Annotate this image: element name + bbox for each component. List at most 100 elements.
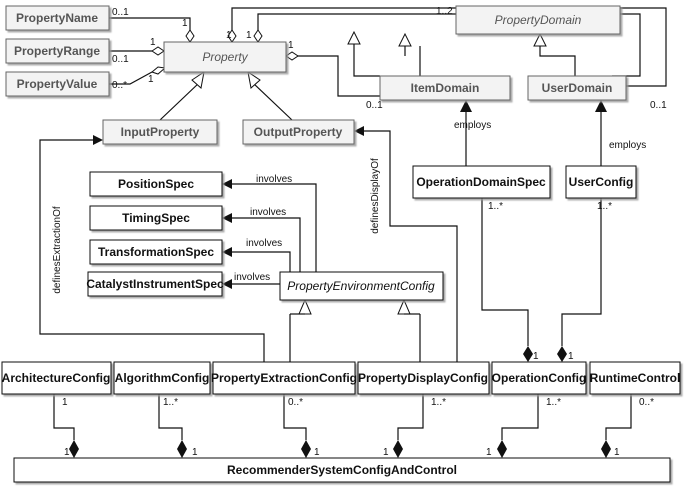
class-label: PropertyName (16, 11, 98, 25)
multiplicity-label: 1 (614, 447, 620, 458)
class-label: PropertyDisplayConfig (358, 371, 488, 385)
multiplicity-label: 1..* (597, 201, 612, 212)
composition-diamond (301, 440, 311, 458)
class-inputproperty: InputProperty (102, 119, 218, 145)
class-algorithmconfig: AlgorithmConfig (113, 361, 211, 395)
edge-defines-extraction (39, 139, 265, 362)
class-catalystinstrumentspec: CatalystInstrumentSpec (86, 271, 224, 297)
multiplicity-label: 1..* (546, 397, 561, 408)
composition-diamond (523, 346, 533, 362)
class-label: TransformationSpec (98, 245, 214, 259)
class-label: CatalystInstrumentSpec (86, 277, 224, 291)
arrow-head (222, 247, 232, 257)
class-label: RecommenderSystemConfigAndControl (227, 463, 457, 477)
class-itemdomain: ItemDomain (379, 75, 511, 101)
class-label: RuntimeControl (590, 371, 681, 385)
aggregation-diamond (151, 46, 165, 56)
arrow-head (222, 279, 232, 289)
aggregation-diamond (185, 29, 195, 43)
edge-property-userdomain-loop (231, 7, 667, 87)
edge-property-itemdomain (286, 55, 380, 97)
edge-defines-display (364, 130, 458, 362)
class-propertyextractionconfig: PropertyExtractionConfig (211, 361, 357, 395)
edge-userdomain-propertydomain (539, 46, 576, 76)
edge-label: involves (246, 238, 282, 249)
multiplicity-label: 1 (64, 447, 70, 458)
class-operationdomainspec: OperationDomainSpec (412, 165, 551, 199)
class-transformationspec: TransformationSpec (89, 239, 223, 265)
class-positionspec: PositionSpec (89, 171, 223, 197)
multiplicity-label: 0..1 (366, 100, 383, 111)
multiplicity-label: 0..* (112, 80, 127, 91)
edge-label: employs (609, 140, 646, 151)
edge-display-recsys (397, 394, 424, 440)
class-propertydomain: PropertyDomain (455, 5, 621, 35)
class-timingspec: TimingSpec (89, 205, 223, 231)
multiplicity-label: 1 (192, 447, 198, 458)
arrow-head (222, 213, 232, 223)
generalization-arrow (533, 32, 547, 47)
class-label: UserConfig (569, 175, 634, 189)
composition-diamond (601, 440, 611, 458)
class-propertyvalue: PropertyValue (5, 71, 110, 97)
composition-diamond (497, 440, 507, 458)
class-userconfig: UserConfig (565, 165, 637, 199)
class-propertyname: PropertyName (5, 5, 110, 31)
multiplicity-label: 1..2 (436, 6, 453, 17)
class-label: PositionSpec (118, 177, 194, 191)
arrow-head (595, 100, 607, 112)
multiplicity-label: 0..1 (650, 100, 667, 111)
edge-opdomainspec-operationconfig (481, 198, 529, 346)
edge-propertyvalue-property (109, 71, 153, 85)
edge-label: definesExtractionOf (52, 206, 63, 293)
edge-label: involves (234, 272, 270, 283)
class-architectureconfig: ArchitectureConfig (1, 361, 112, 395)
edge-label: involves (250, 207, 286, 218)
class-label: PropertyDomain (495, 13, 582, 27)
multiplicity-label: 1 (486, 447, 492, 458)
edge-involves-timing (232, 217, 301, 272)
multiplicity-label: 1 (182, 18, 188, 29)
class-label: Property (202, 50, 248, 64)
edge-propertydomain-userdomain (257, 13, 641, 77)
edge-operation-recsys (501, 394, 539, 440)
edge-label: employs (454, 120, 491, 131)
edge-propertyname-property (109, 17, 191, 30)
class-property: Property (163, 41, 287, 73)
class-recommendersystemconfigandcontrol: RecommenderSystemConfigAndControl (13, 457, 671, 483)
multiplicity-label: 1..* (431, 397, 446, 408)
class-runtimecontrol: RuntimeControl (589, 361, 681, 395)
multiplicity-label: 1 (148, 74, 154, 85)
class-label: UserDomain (542, 81, 613, 95)
aggregation-diamond (253, 29, 263, 43)
class-label: InputProperty (121, 125, 200, 139)
edge-extraction-recsys (283, 394, 307, 440)
class-label: PropertyRange (14, 44, 100, 58)
class-label: ItemDomain (411, 81, 480, 95)
generalization-arrow (298, 298, 312, 315)
class-propertyenvironmentconfig: PropertyEnvironmentConfig (279, 271, 444, 301)
multiplicity-label: 1..* (163, 397, 178, 408)
multiplicity-label: 1 (62, 397, 68, 408)
composition-diamond (69, 440, 79, 458)
generalization-arrow (247, 70, 261, 89)
edge-label: definesDisplayOf (370, 158, 381, 234)
multiplicity-label: 1 (150, 37, 156, 48)
multiplicity-label: 1 (568, 351, 574, 362)
class-label: PropertyValue (17, 77, 98, 91)
multiplicity-label: 1 (533, 351, 539, 362)
multiplicity-label: 1 (314, 447, 320, 458)
class-label: ArchitectureConfig (2, 371, 111, 385)
multiplicity-label: 0..1 (112, 54, 129, 65)
edge-architecture-recsys (53, 394, 75, 440)
class-label: TimingSpec (122, 211, 190, 225)
class-outputproperty: OutputProperty (242, 119, 355, 145)
class-label: OperationDomainSpec (416, 175, 546, 189)
arrow-head (460, 100, 472, 112)
generalization-arrow (397, 298, 411, 315)
edge-userconfig-operationconfig (561, 198, 602, 346)
multiplicity-label: 1 (226, 30, 232, 41)
arrow-head (354, 126, 364, 136)
edge-label: involves (256, 174, 292, 185)
